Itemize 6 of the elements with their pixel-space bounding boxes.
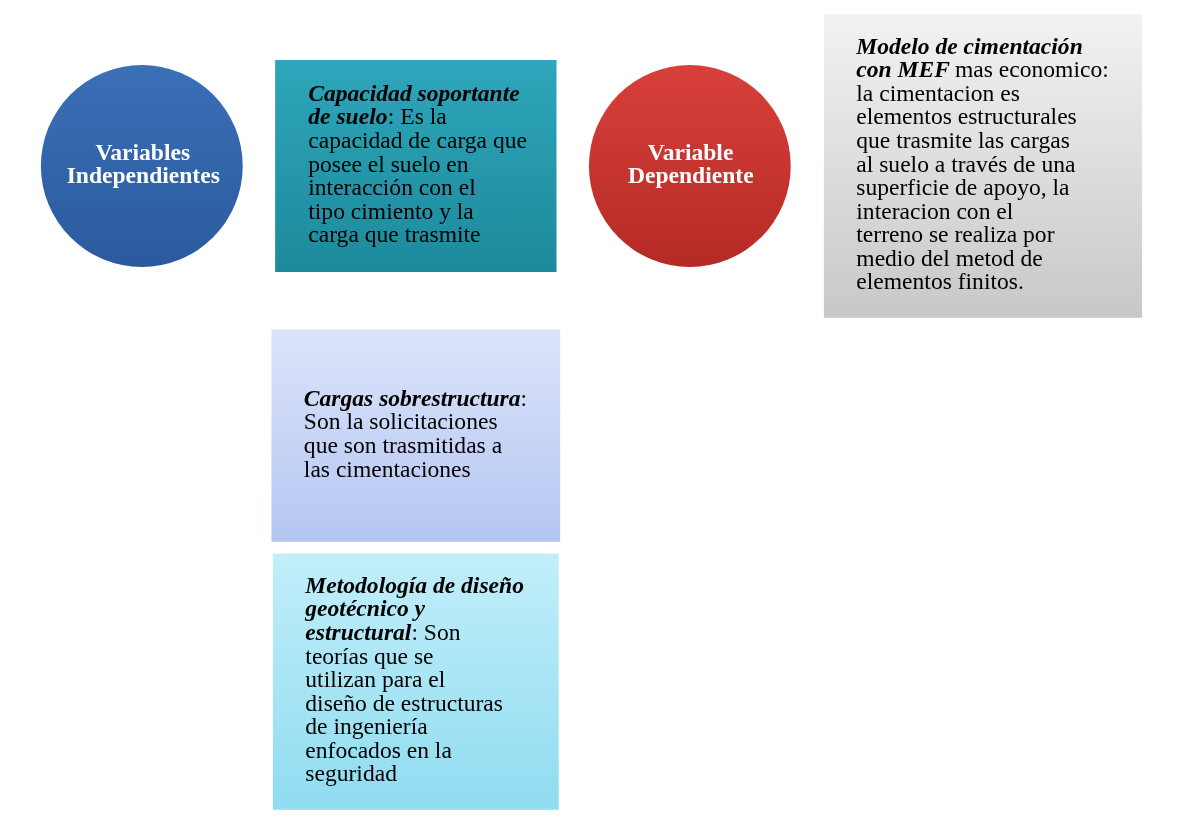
node-circle: Variable Dependiente xyxy=(588,65,791,267)
node-box: Modelo de cimentación con MEF mas economico: la cimentacion es elementos estructurales que trasmite las cargas al suelo a través de una superficie de apoyo, la interacion con el terreno se realiza por medio del metod de elementos finitos. xyxy=(823,14,1143,318)
node-box: Metodología de diseño geotécnico y estructural: Son teorías que se utilizan para el diseño de estructuras de ingeniería enfocados en la seguridad xyxy=(272,553,559,810)
node-circle: Variables Independientes xyxy=(40,65,243,267)
node-box: Cargas sobrestructura: Son la solicitaciones que son trasmitidas a las cimentaciones xyxy=(271,329,561,542)
node-box: Capacidad soportante de suelo: Es la capacidad de carga que posee el suelo en interacción con el tipo cimiento y la carga que trasmite xyxy=(275,59,557,273)
